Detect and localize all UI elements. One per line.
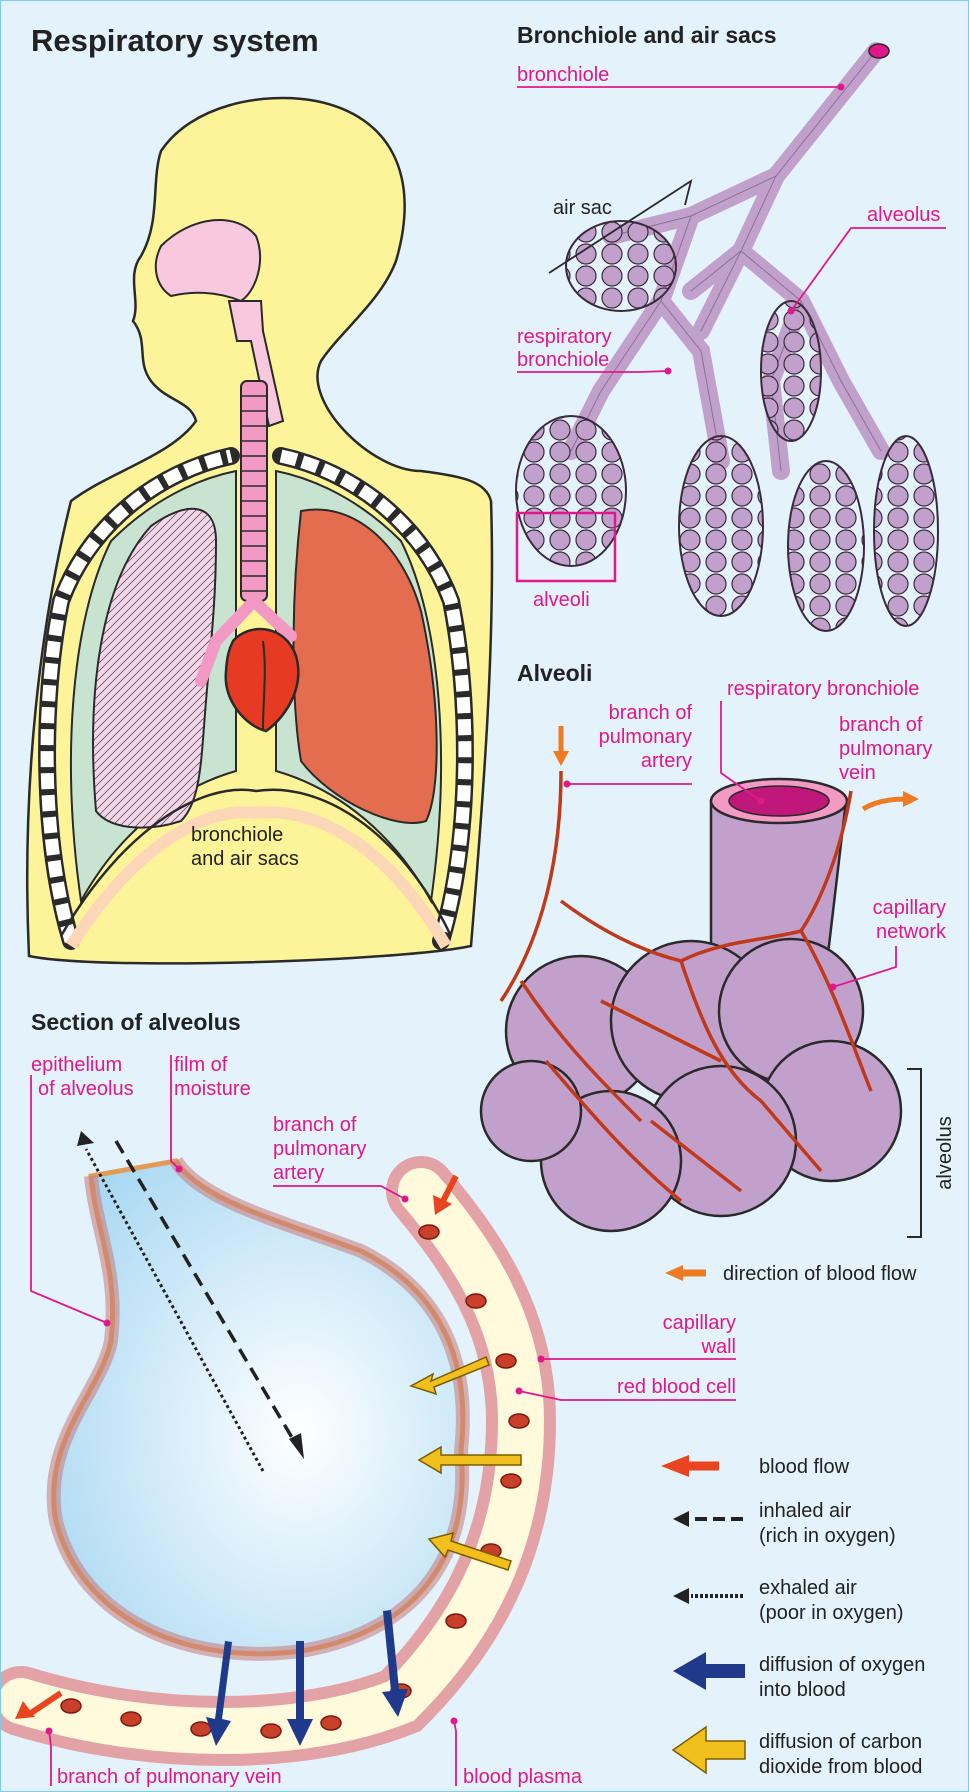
section-label-artery-2: pulmonary xyxy=(273,1138,366,1160)
legend-label-inhaled-1: inhaled air xyxy=(759,1500,852,1522)
alveoli-heading: Alveoli xyxy=(517,660,592,686)
label-bronchiole: bronchiole xyxy=(517,64,609,86)
legend: blood flow inhaled air (rich in oxygen) … xyxy=(661,1455,925,1778)
alveoli-panel: Alveoli branch of pulmonary artery respi… xyxy=(481,660,956,1285)
alveoli-label-alveolus: alveolus xyxy=(934,1116,956,1189)
legend-label-oxygen-1: diffusion of oxygen xyxy=(759,1654,925,1676)
section-label-film-2: moisture xyxy=(174,1078,251,1100)
section-label-epithelium-2: of alveolus xyxy=(38,1078,134,1100)
section-label-artery-3: artery xyxy=(273,1162,324,1184)
section-label-capillary-wall-1: capillary xyxy=(663,1312,736,1334)
alveoli-label-flow: direction of blood flow xyxy=(723,1263,917,1285)
air-sac-cluster-2 xyxy=(761,301,821,441)
label-air-sac: air sac xyxy=(553,197,612,219)
label-alveolus: alveolus xyxy=(867,204,940,226)
page-title: Respiratory system xyxy=(31,23,319,58)
air-sac-cluster-4 xyxy=(679,436,763,616)
alveoli-label-vein-1: branch of xyxy=(839,714,923,736)
label-respiratory-bronchiole-2: bronchiole xyxy=(517,349,609,371)
bronchiole-panel: Bronchiole and air sacs bronchiole air s… xyxy=(516,22,946,631)
section-label-rbc: red blood cell xyxy=(617,1376,736,1398)
label-alveoli: alveoli xyxy=(533,589,590,611)
legend-label-co2-2: dioxide from blood xyxy=(759,1756,922,1778)
section-heading: Section of alveolus xyxy=(31,1009,241,1035)
alveoli-label-vein-2: pulmonary xyxy=(839,738,932,760)
label-respiratory-bronchiole-1: respiratory xyxy=(517,326,611,348)
legend-inhaled-air: inhaled air (rich in oxygen) xyxy=(673,1500,896,1547)
legend-label-exhaled-2: (poor in oxygen) xyxy=(759,1602,904,1624)
alveoli-cluster xyxy=(481,939,901,1231)
trachea xyxy=(241,381,267,601)
legend-exhaled-air: exhaled air (poor in oxygen) xyxy=(673,1577,904,1624)
body-label-line2: and air sacs xyxy=(191,848,299,870)
air-sac-cluster-5 xyxy=(788,461,864,631)
section-label-artery-1: branch of xyxy=(273,1114,357,1136)
bronchiole-heading: Bronchiole and air sacs xyxy=(517,22,776,48)
alveoli-label-artery-3: artery xyxy=(641,750,692,772)
body-label-line1: bronchiole xyxy=(191,824,283,846)
legend-label-blood-flow: blood flow xyxy=(759,1456,850,1478)
air-sac-cluster-1 xyxy=(566,221,676,311)
section-label-epithelium-1: epithelium xyxy=(31,1054,122,1076)
alveoli-label-resp-bronchiole: respiratory bronchiole xyxy=(727,678,919,700)
alveoli-label-artery-2: pulmonary xyxy=(599,726,692,748)
section-label-capillary-wall-2: wall xyxy=(701,1336,736,1358)
air-sac-cluster-3 xyxy=(516,416,626,566)
section-label-film-1: film of xyxy=(174,1054,228,1076)
alveoli-label-capillary-1: capillary xyxy=(873,897,946,919)
alveolus-air-space xyxy=(54,1161,463,1654)
body-figure: bronchiole and air sacs xyxy=(27,98,492,963)
legend-blood-flow: blood flow xyxy=(661,1455,850,1478)
alveoli-label-capillary-2: network xyxy=(876,921,947,943)
legend-label-co2-1: diffusion of carbon xyxy=(759,1731,922,1753)
alveoli-label-vein-3: vein xyxy=(839,762,876,784)
legend-label-exhaled-1: exhaled air xyxy=(759,1577,857,1599)
section-label-plasma: blood plasma xyxy=(463,1766,583,1788)
alveoli-label-artery-1: branch of xyxy=(609,702,693,724)
legend-label-oxygen-2: into blood xyxy=(759,1679,846,1701)
legend-oxygen-diffusion: diffusion of oxygen into blood xyxy=(673,1652,925,1701)
air-sac-cluster-6 xyxy=(874,436,938,626)
section-label-vein: branch of pulmonary vein xyxy=(57,1766,282,1788)
legend-co2-diffusion: diffusion of carbon dioxide from blood xyxy=(673,1727,922,1778)
legend-label-inhaled-2: (rich in oxygen) xyxy=(759,1525,896,1547)
